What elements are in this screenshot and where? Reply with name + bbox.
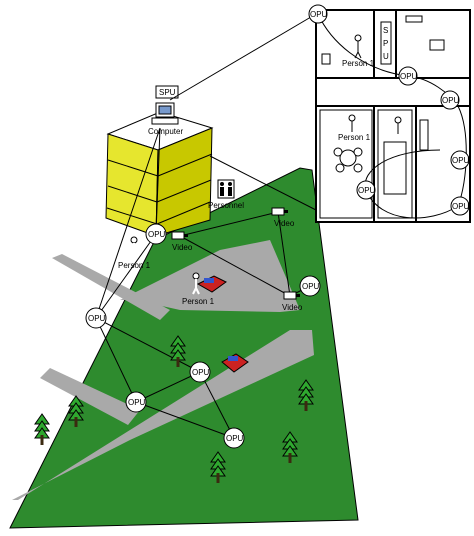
road-parking: [120, 240, 300, 312]
person-label-map-1: Person 1: [118, 261, 151, 270]
desk-icon: [429, 39, 445, 51]
person-label-map-2: Person 1: [182, 297, 215, 306]
opu-node: OPU: [440, 90, 460, 110]
tree-icon: [68, 395, 84, 427]
opu-node: OPU: [356, 180, 376, 200]
table-icon: [333, 147, 363, 173]
opu-label: OPU: [310, 10, 328, 19]
roads: [12, 240, 314, 500]
opu-label: OPU: [452, 156, 470, 165]
video-label-3: Video: [282, 303, 303, 312]
opu-label: OPU: [88, 314, 106, 323]
opu-node: OPU: [189, 361, 211, 383]
opu-label: OPU: [452, 202, 470, 211]
person-icon: [192, 272, 200, 295]
opu-label: OPU: [302, 282, 320, 291]
opu-label: OPU: [442, 96, 460, 105]
opu-node: OPU: [398, 66, 418, 86]
person-label-inset-1: Person 1: [342, 59, 375, 68]
opu-node: OPU: [308, 4, 328, 24]
spu-box: [155, 85, 179, 99]
floor-plan-inset: S P U Person 1 Person 1 OPU OPU OPU OPU …: [308, 4, 471, 223]
car-icon: [196, 275, 227, 293]
video-label-1: Video: [172, 243, 193, 252]
person-icon: [348, 114, 356, 132]
spu-vertical-s: S: [383, 26, 388, 35]
road-lower: [12, 330, 314, 500]
opu-node: OPU: [85, 307, 107, 329]
road-upper: [52, 254, 170, 320]
opu-node: OPU: [223, 427, 245, 449]
person-label-inset-2: Person 1: [338, 133, 371, 142]
opu-node: OPU: [450, 196, 470, 216]
cabinet-icon: [321, 53, 331, 65]
spu-vertical-u: U: [383, 52, 389, 61]
person-icon: [394, 116, 402, 134]
camera-icon: [271, 207, 288, 216]
tree-icon: [34, 413, 50, 445]
computer-icon: [151, 102, 179, 125]
personnel-group: [217, 179, 235, 199]
spu-vertical-p: P: [383, 39, 388, 48]
opu-node: OPU: [125, 391, 147, 413]
spu-label: SPU: [159, 88, 176, 97]
tree-icon: [170, 335, 186, 367]
camera-icon: [283, 291, 300, 300]
person-icon: [354, 34, 362, 59]
road-left-branch: [40, 368, 140, 425]
chair-icon: [419, 119, 429, 151]
opu-label: OPU: [358, 186, 376, 195]
shelf-icon: [405, 15, 423, 23]
tree-icon: [210, 451, 226, 483]
tree-icon: [298, 379, 314, 411]
computer-label: Computer: [148, 127, 183, 136]
building-front: [105, 133, 159, 237]
opu-node: OPU: [145, 223, 167, 245]
tree-icon: [282, 431, 298, 463]
opu-label: OPU: [226, 434, 244, 443]
opu-label: OPU: [400, 72, 418, 81]
opu-node: OPU: [299, 275, 321, 297]
person-icon: [130, 236, 138, 259]
car-icon: [221, 353, 249, 373]
camera-icon: [171, 231, 188, 240]
opu-label: OPU: [128, 398, 146, 407]
trees: [34, 335, 314, 483]
opu-label: OPU: [148, 230, 166, 239]
opu-label: OPU: [192, 368, 210, 377]
personnel-label: Personnel: [208, 201, 244, 210]
opu-node: OPU: [450, 150, 470, 170]
video-label-2: Video: [274, 219, 295, 228]
